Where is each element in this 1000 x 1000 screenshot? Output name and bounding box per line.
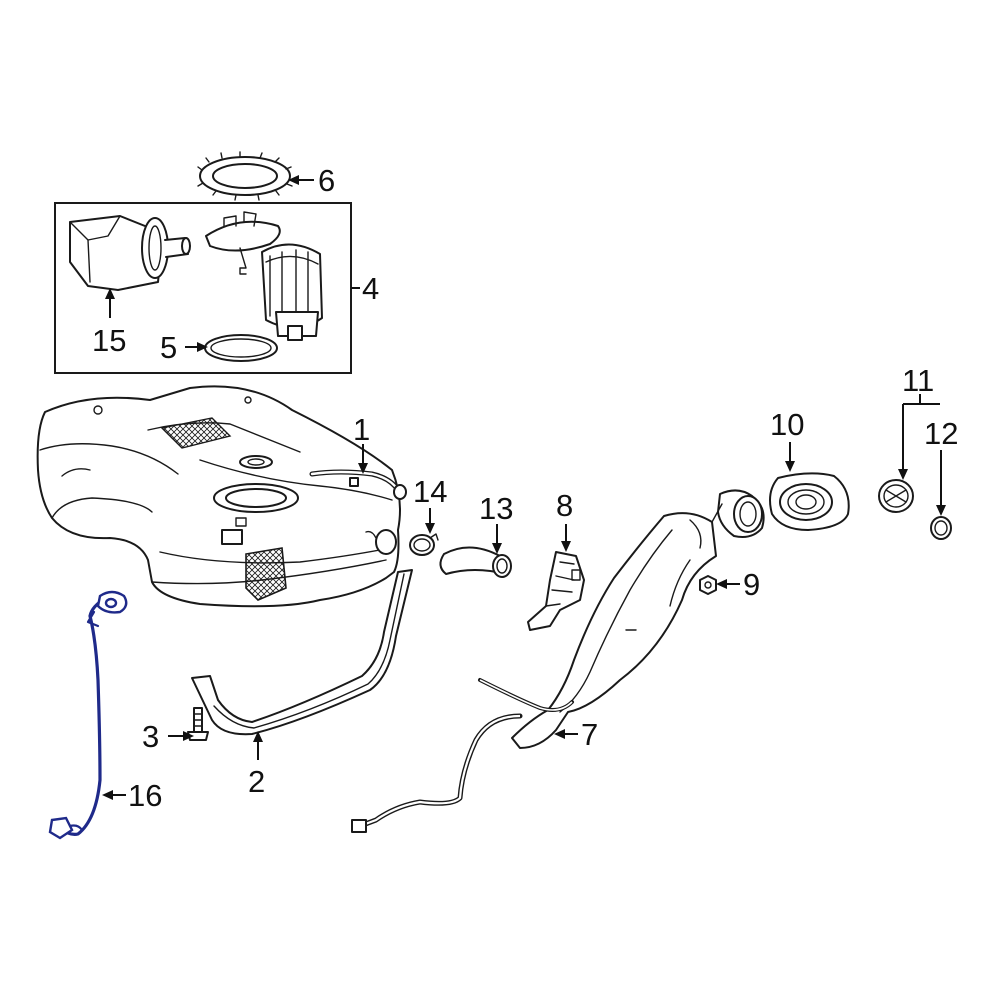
cap-gasket-part bbox=[930, 516, 952, 540]
o-ring-part bbox=[204, 334, 278, 362]
callout-5: 5 bbox=[160, 330, 177, 365]
lock-ring-part bbox=[197, 151, 293, 201]
callout-7: 7 bbox=[581, 717, 598, 752]
hose-clamp-part bbox=[409, 533, 439, 556]
callout-6: 6 bbox=[318, 163, 335, 198]
fuel-cap-part bbox=[878, 479, 914, 513]
callout-13: 13 bbox=[479, 491, 513, 526]
callout-15: 15 bbox=[92, 323, 126, 358]
callout-1: 1 bbox=[353, 412, 370, 447]
fuel-tank-part bbox=[36, 385, 407, 608]
tank-strap-part bbox=[191, 569, 413, 736]
nut-part bbox=[699, 575, 717, 595]
callout-14: 14 bbox=[413, 474, 447, 509]
fuel-pump-module-part bbox=[205, 211, 323, 341]
bolt-part bbox=[187, 707, 209, 741]
callout-16: 16 bbox=[128, 778, 162, 813]
wiring-harness-part bbox=[48, 590, 128, 840]
filler-pipe-part bbox=[351, 489, 765, 833]
filler-housing-part bbox=[769, 472, 850, 531]
callout-8: 8 bbox=[556, 488, 573, 523]
callout-4: 4 bbox=[362, 271, 379, 306]
callout-3: 3 bbox=[142, 719, 159, 754]
filler-hose-part bbox=[439, 546, 512, 578]
callout-2: 2 bbox=[248, 764, 265, 799]
fuel-reservoir-part bbox=[69, 215, 191, 291]
callout-labels: 1 2 3 4 5 6 7 8 9 10 11 12 13 14 15 16 bbox=[92, 163, 958, 813]
leader-lines bbox=[102, 175, 946, 800]
callout-10: 10 bbox=[770, 407, 804, 442]
callout-11: 11 bbox=[902, 363, 934, 398]
callout-12: 12 bbox=[924, 416, 958, 451]
callout-9: 9 bbox=[743, 567, 760, 602]
filler-bracket-part bbox=[527, 551, 585, 631]
